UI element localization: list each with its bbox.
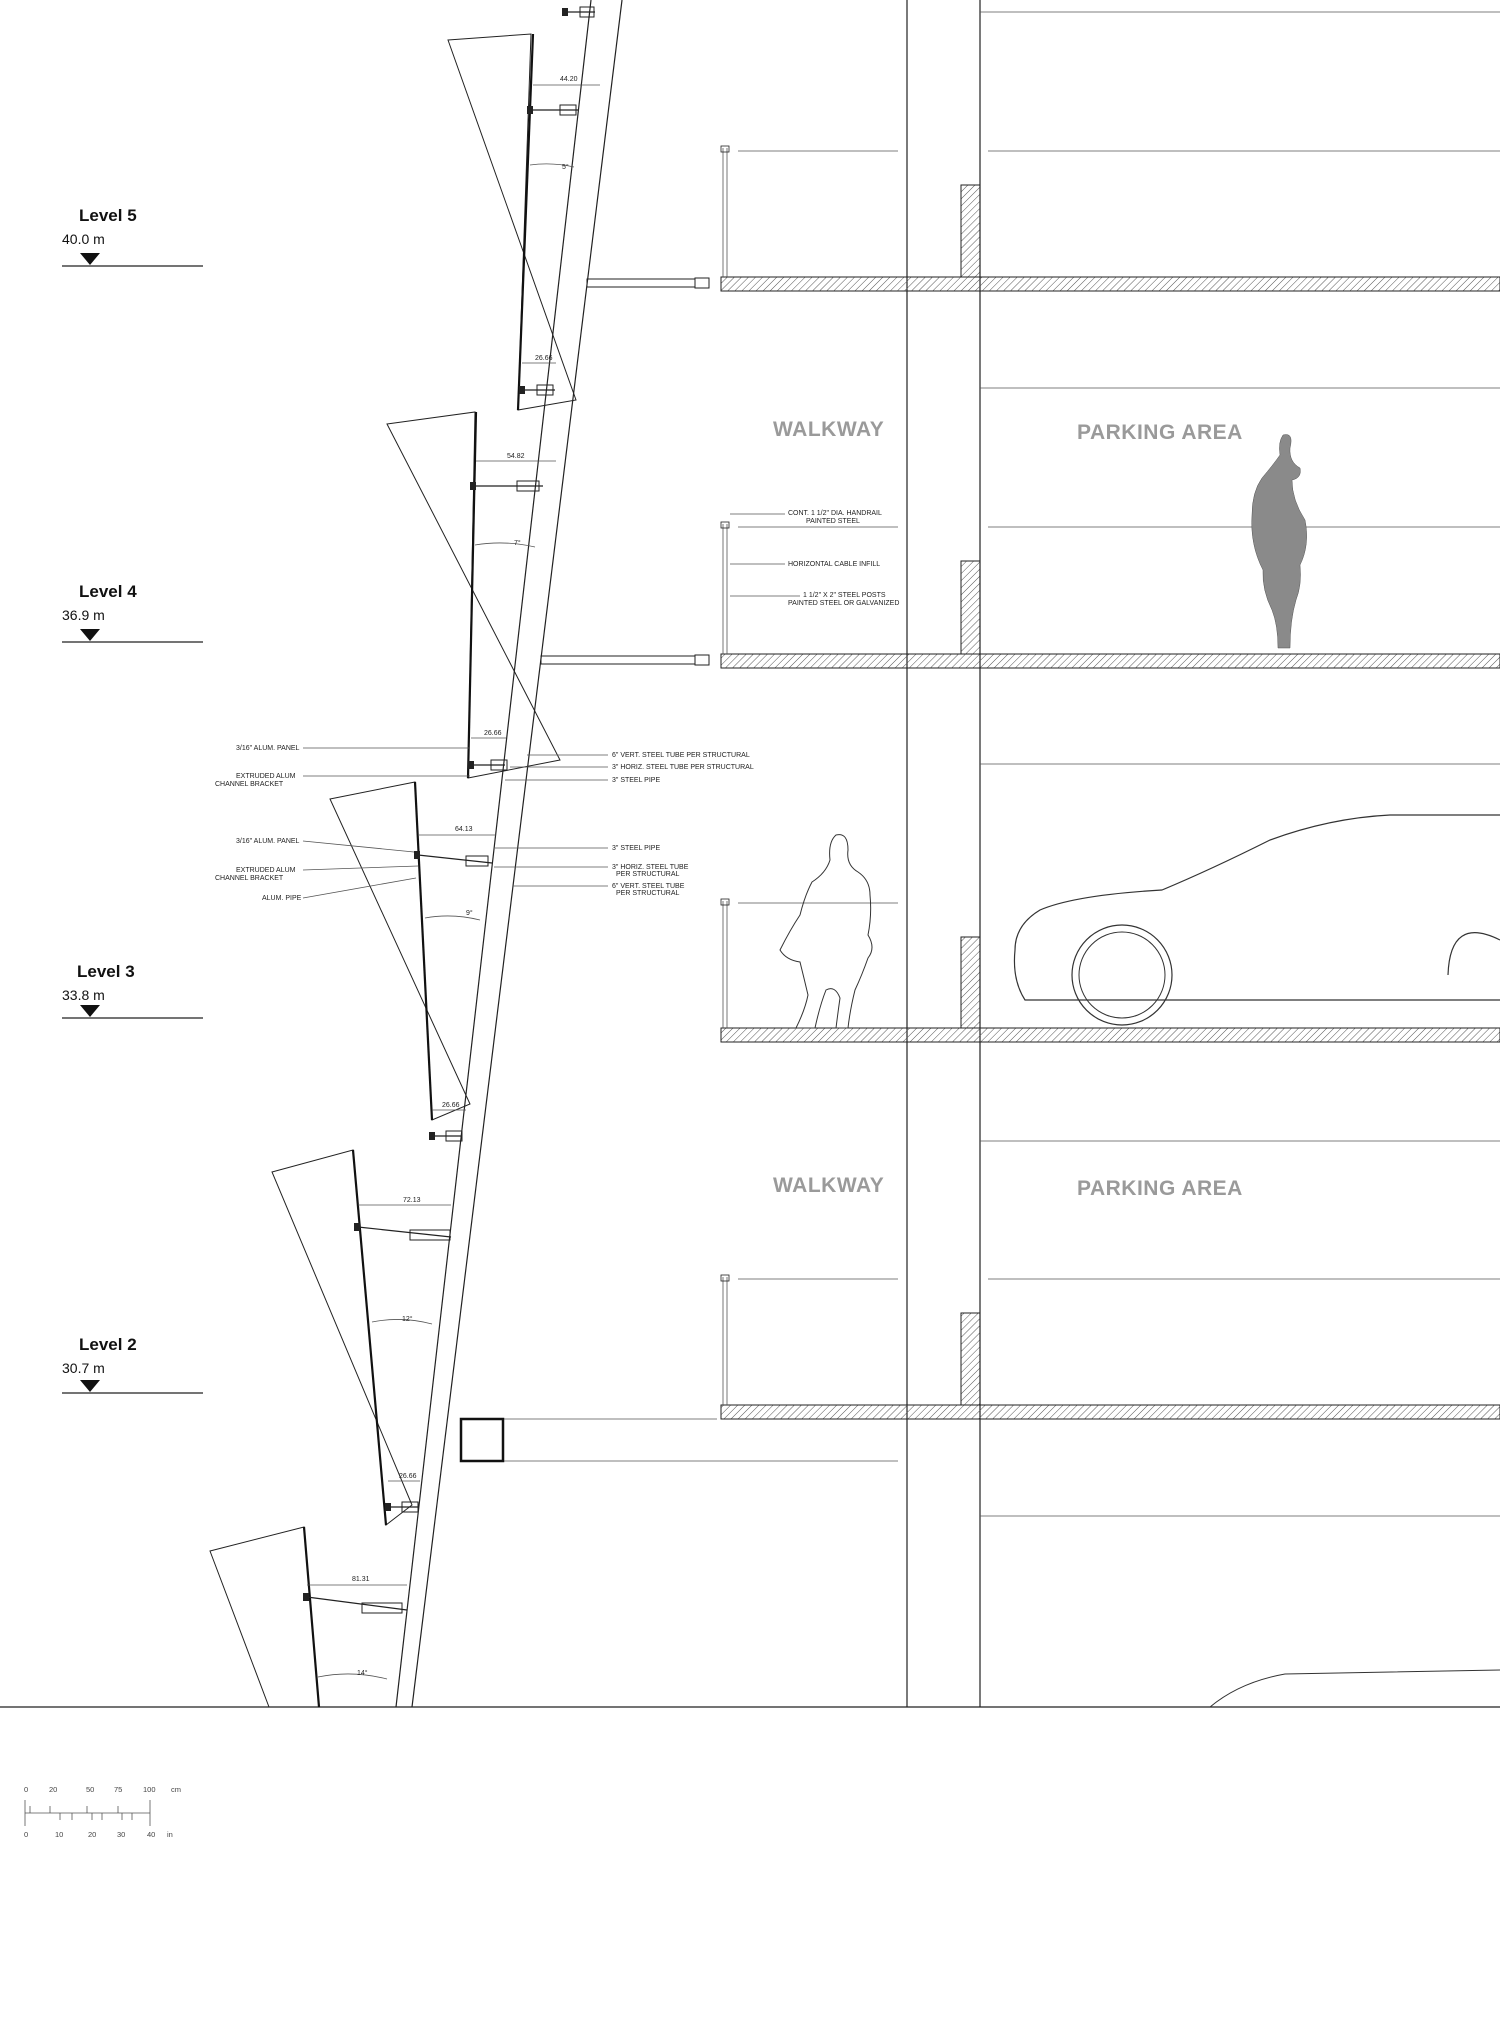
dimension-label: 14° (357, 1669, 368, 1677)
dimension-label: 9° (466, 909, 473, 917)
scale-bar: 0 20 50 75 100 cm 0 10 20 30 40 in (24, 1785, 181, 1839)
note-handrail: CONT. 1 1/2" DIA. HANDRAIL (788, 510, 882, 517)
dimension-label: 26.66 (535, 355, 553, 362)
note-handrail: PAINTED STEEL (806, 518, 860, 525)
note-horiz-steel-tube: 3" HORIZ. STEEL TUBE PER STRUCTURAL (612, 764, 754, 771)
note-vert-steel-tube: 6" VERT. STEEL TUBE PER STRUCTURAL (612, 752, 750, 759)
note-steel-posts: 1 1/2" X 2" STEEL POSTS (803, 592, 886, 599)
note-cable-infill: HORIZONTAL CABLE INFILL (788, 561, 880, 568)
guardrail-notes: CONT. 1 1/2" DIA. HANDRAIL PAINTED STEEL… (730, 510, 899, 607)
level-marker-triangle-icon (80, 253, 100, 265)
note-alum-pipe: ALUM. PIPE (262, 895, 302, 902)
zone-label-walkway: WALKWAY (773, 418, 884, 441)
level-name: Level 2 (79, 1335, 137, 1354)
dimension-labels: 44.20 5° 26.66 54.82 7° 26.66 64.13 9° 2… (307, 76, 600, 1677)
level-name: Level 3 (77, 962, 135, 981)
angle-arcs (317, 163, 575, 1680)
facade-frame (395, 0, 623, 1708)
dimension-label: 26.66 (484, 730, 502, 737)
dimension-label: 26.66 (442, 1102, 460, 1109)
ceiling-lines (738, 11, 1500, 1517)
level-marker-triangle-icon (80, 1005, 100, 1017)
floor-slabs (720, 276, 1500, 1420)
panel-notes-right: 6" VERT. STEEL TUBE PER STRUCTURAL 3" HO… (494, 752, 754, 897)
note-channel-bracket: CHANNEL BRACKET (215, 875, 284, 882)
dimension-label: 12° (402, 1315, 413, 1323)
scale-tick-label: 0 (24, 1830, 28, 1839)
level-elevation: 40.0 m (62, 231, 105, 247)
level-elevation: 33.8 m (62, 987, 105, 1003)
scale-tick-label: 10 (55, 1830, 63, 1839)
note-steel-pipe: 3" STEEL PIPE (612, 777, 660, 784)
panel-notes-left: 3/16" ALUM. PANEL EXTRUDED ALUM CHANNEL … (215, 745, 470, 902)
panel-brackets (303, 6, 595, 1614)
scale-tick-label: 50 (86, 1785, 94, 1794)
level-marker-triangle-icon (80, 629, 100, 641)
guardrails (720, 145, 730, 1405)
note-horiz-steel-tube: PER STRUCTURAL (616, 871, 680, 878)
person-silhouette-outline (779, 834, 873, 1029)
level-marker-4: Level 4 36.9 m (62, 582, 203, 643)
scale-tick-label: 100 (143, 1785, 156, 1794)
level-marker-5: Level 5 40.0 m (62, 206, 203, 267)
note-vert-steel-tube: 6" VERT. STEEL TUBE (612, 883, 685, 890)
car-outline (1013, 814, 1500, 1708)
level-name: Level 5 (79, 206, 137, 225)
level-elevation: 30.7 m (62, 1360, 105, 1376)
note-channel-bracket: CHANNEL BRACKET (215, 781, 284, 788)
scale-unit-label: in (167, 1830, 173, 1839)
scale-tick-label: 40 (147, 1830, 155, 1839)
dimension-label: 7° (514, 539, 521, 547)
dimension-label: 44.20 (560, 76, 578, 83)
scale-tick-label: 75 (114, 1785, 122, 1794)
note-channel-bracket: EXTRUDED ALUM (236, 867, 296, 874)
level-marker-3: Level 3 33.8 m (62, 962, 203, 1019)
zone-label-parking: PARKING AREA (1077, 1177, 1243, 1200)
level-elevation: 36.9 m (62, 607, 105, 623)
note-horiz-steel-tube: 3" HORIZ. STEEL TUBE (612, 864, 689, 871)
scale-tick-label: 30 (117, 1830, 125, 1839)
person-silhouette-grey (1251, 434, 1307, 649)
scale-tick-label: 0 (24, 1785, 28, 1794)
dimension-label: 81.31 (352, 1576, 370, 1583)
dimension-label: 64.13 (455, 826, 473, 833)
level-name: Level 4 (79, 582, 137, 601)
dimension-label: 26.66 (399, 1473, 417, 1480)
facade-fins (209, 33, 577, 1708)
dimension-label: 72.13 (403, 1197, 421, 1204)
zone-label-parking: PARKING AREA (1077, 421, 1243, 444)
level-marker-triangle-icon (80, 1380, 100, 1392)
note-channel-bracket: EXTRUDED ALUM (236, 773, 296, 780)
note-vert-steel-tube: PER STRUCTURAL (616, 890, 680, 897)
dimension-label: 54.82 (507, 453, 525, 460)
scale-unit-label: cm (171, 1785, 181, 1794)
level-marker-2: Level 2 30.7 m (62, 1335, 203, 1394)
scale-tick-label: 20 (88, 1830, 96, 1839)
note-steel-posts: PAINTED STEEL OR GALVANIZED (788, 600, 899, 607)
zone-label-walkway: WALKWAY (773, 1174, 884, 1197)
upstand-walls (960, 184, 981, 1406)
note-alum-panel: 3/16" ALUM. PANEL (236, 745, 300, 752)
note-alum-panel: 3/16" ALUM. PANEL (236, 838, 300, 845)
note-steel-pipe: 3" STEEL PIPE (612, 845, 660, 852)
dimension-label: 5° (562, 163, 569, 171)
scale-tick-label: 20 (49, 1785, 57, 1794)
